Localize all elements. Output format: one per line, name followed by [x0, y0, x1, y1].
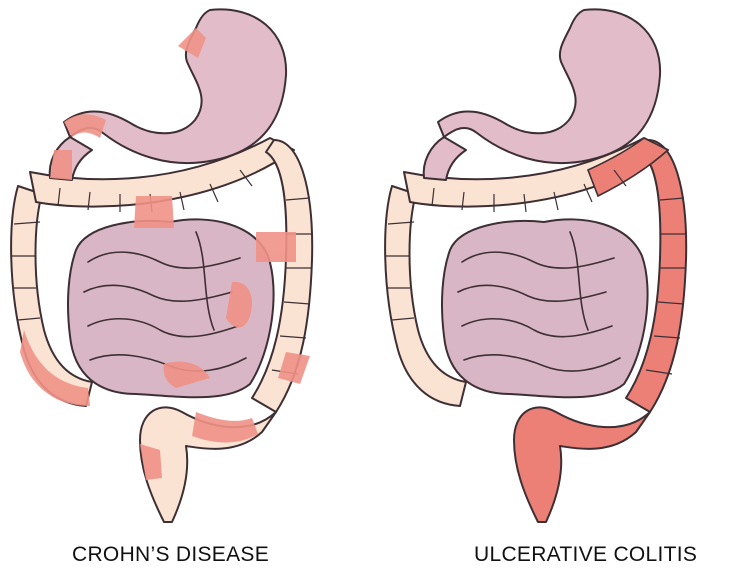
caption-ulcerative-colitis: ULCERATIVE COLITIS — [474, 543, 697, 567]
ulcerative-colitis-digestive-tract-illustration — [374, 0, 747, 530]
stomach — [64, 9, 286, 163]
sigmoid-rectum-inflamed — [514, 407, 650, 522]
inflamed-patch-rectum — [192, 412, 258, 443]
caption-crohns-disease: CROHN’S DISEASE — [72, 543, 269, 567]
inflamed-patch-transverse — [134, 196, 174, 228]
ulcerative-colitis-diagram: ULCERATIVE COLITIS — [374, 0, 747, 584]
duodenum — [424, 137, 466, 180]
crohns-diagram: CROHN’S DISEASE — [0, 0, 373, 584]
small-intestine — [442, 219, 648, 397]
stomach — [438, 9, 660, 163]
inflamed-patch-descending — [256, 232, 296, 262]
crohns-digestive-tract-illustration — [0, 0, 373, 530]
